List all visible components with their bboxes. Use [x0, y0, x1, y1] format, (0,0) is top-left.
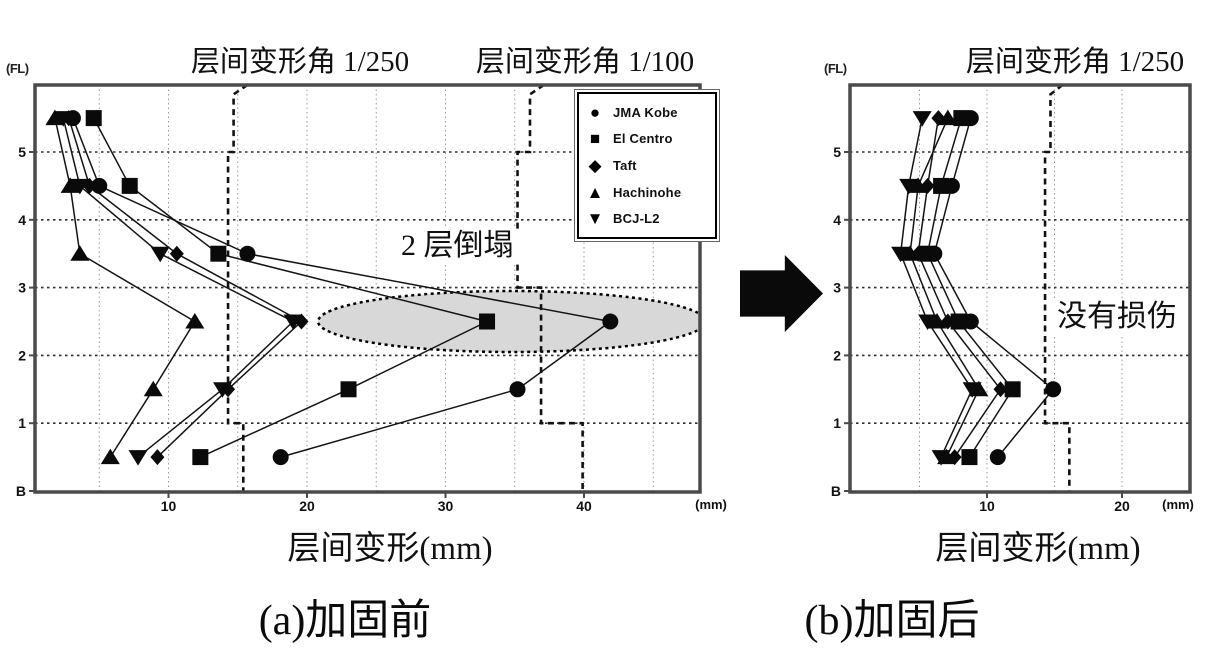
drift-angle-label-1-250-left: 层间变形角 1/250	[190, 46, 410, 78]
right-arrow-icon	[740, 255, 823, 332]
legend-item: ▲ Hachinohe	[585, 184, 709, 201]
legend-item: ▼ BCJ-L2	[585, 210, 709, 227]
svg-text:2: 2	[18, 347, 26, 363]
svg-text:(mm): (mm)	[1162, 497, 1194, 512]
caption-panel-b: (b)加固后	[804, 598, 980, 644]
svg-text:10: 10	[979, 498, 995, 514]
caption-panel-a: (a)加固前	[258, 598, 432, 644]
drift-angle-label-1-100-left: 层间变形角 1/100	[475, 46, 695, 78]
svg-text:5: 5	[18, 144, 26, 160]
legend-item-label: BCJ-L2	[613, 211, 660, 227]
drift-angle-label-1-250-right: 层间变形角 1/250	[965, 46, 1185, 78]
legend-item-label: Taft	[613, 157, 637, 173]
x-axis-label-left: 层间变形(mm)	[287, 531, 493, 567]
svg-text:3: 3	[833, 280, 841, 296]
legend-item-label: JMA Kobe	[613, 104, 678, 120]
svg-text:40: 40	[576, 498, 592, 514]
svg-text:B: B	[16, 483, 26, 499]
annotation-floor2-collapse: 2 层倒塌	[396, 229, 519, 264]
legend-item-label: El Centro	[613, 131, 673, 147]
svg-text:10: 10	[161, 498, 177, 514]
legend-item: ◆ Taft	[585, 157, 709, 174]
svg-text:3: 3	[18, 280, 26, 296]
legend-item-label: Hachinohe	[613, 184, 682, 200]
legend-item: ■ El Centro	[585, 130, 709, 147]
svg-text:2: 2	[833, 347, 841, 363]
triangle-up-marker-icon: ▲	[586, 182, 604, 202]
svg-text:30: 30	[438, 498, 454, 514]
x-axis-label-right: 层间变形(mm)	[935, 531, 1141, 567]
triangle-down-marker-icon: ▼	[586, 209, 604, 229]
svg-text:20: 20	[1114, 498, 1130, 514]
svg-text:1: 1	[833, 415, 841, 431]
square-marker-icon: ■	[589, 129, 601, 149]
svg-text:20: 20	[299, 498, 315, 514]
legend-item: ● JMA Kobe	[585, 104, 709, 121]
svg-text:4: 4	[833, 212, 841, 228]
diamond-marker-icon: ◆	[588, 155, 602, 175]
svg-text:B: B	[831, 483, 841, 499]
svg-text:5: 5	[833, 144, 841, 160]
y-axis-unit-label-right: (FL)	[824, 61, 847, 76]
circle-marker-icon: ●	[589, 102, 601, 122]
y-axis-unit-label-left: (FL)	[6, 61, 29, 76]
annotation-no-damage: 没有损伤	[1052, 300, 1182, 335]
legend: ● JMA Kobe ■ El Centro ◆ Taft ▲ Hachinohe ▼ BCJ-L…	[577, 92, 717, 239]
svg-text:4: 4	[18, 212, 26, 228]
svg-text:1: 1	[18, 415, 26, 431]
svg-text:(mm): (mm)	[695, 497, 727, 512]
